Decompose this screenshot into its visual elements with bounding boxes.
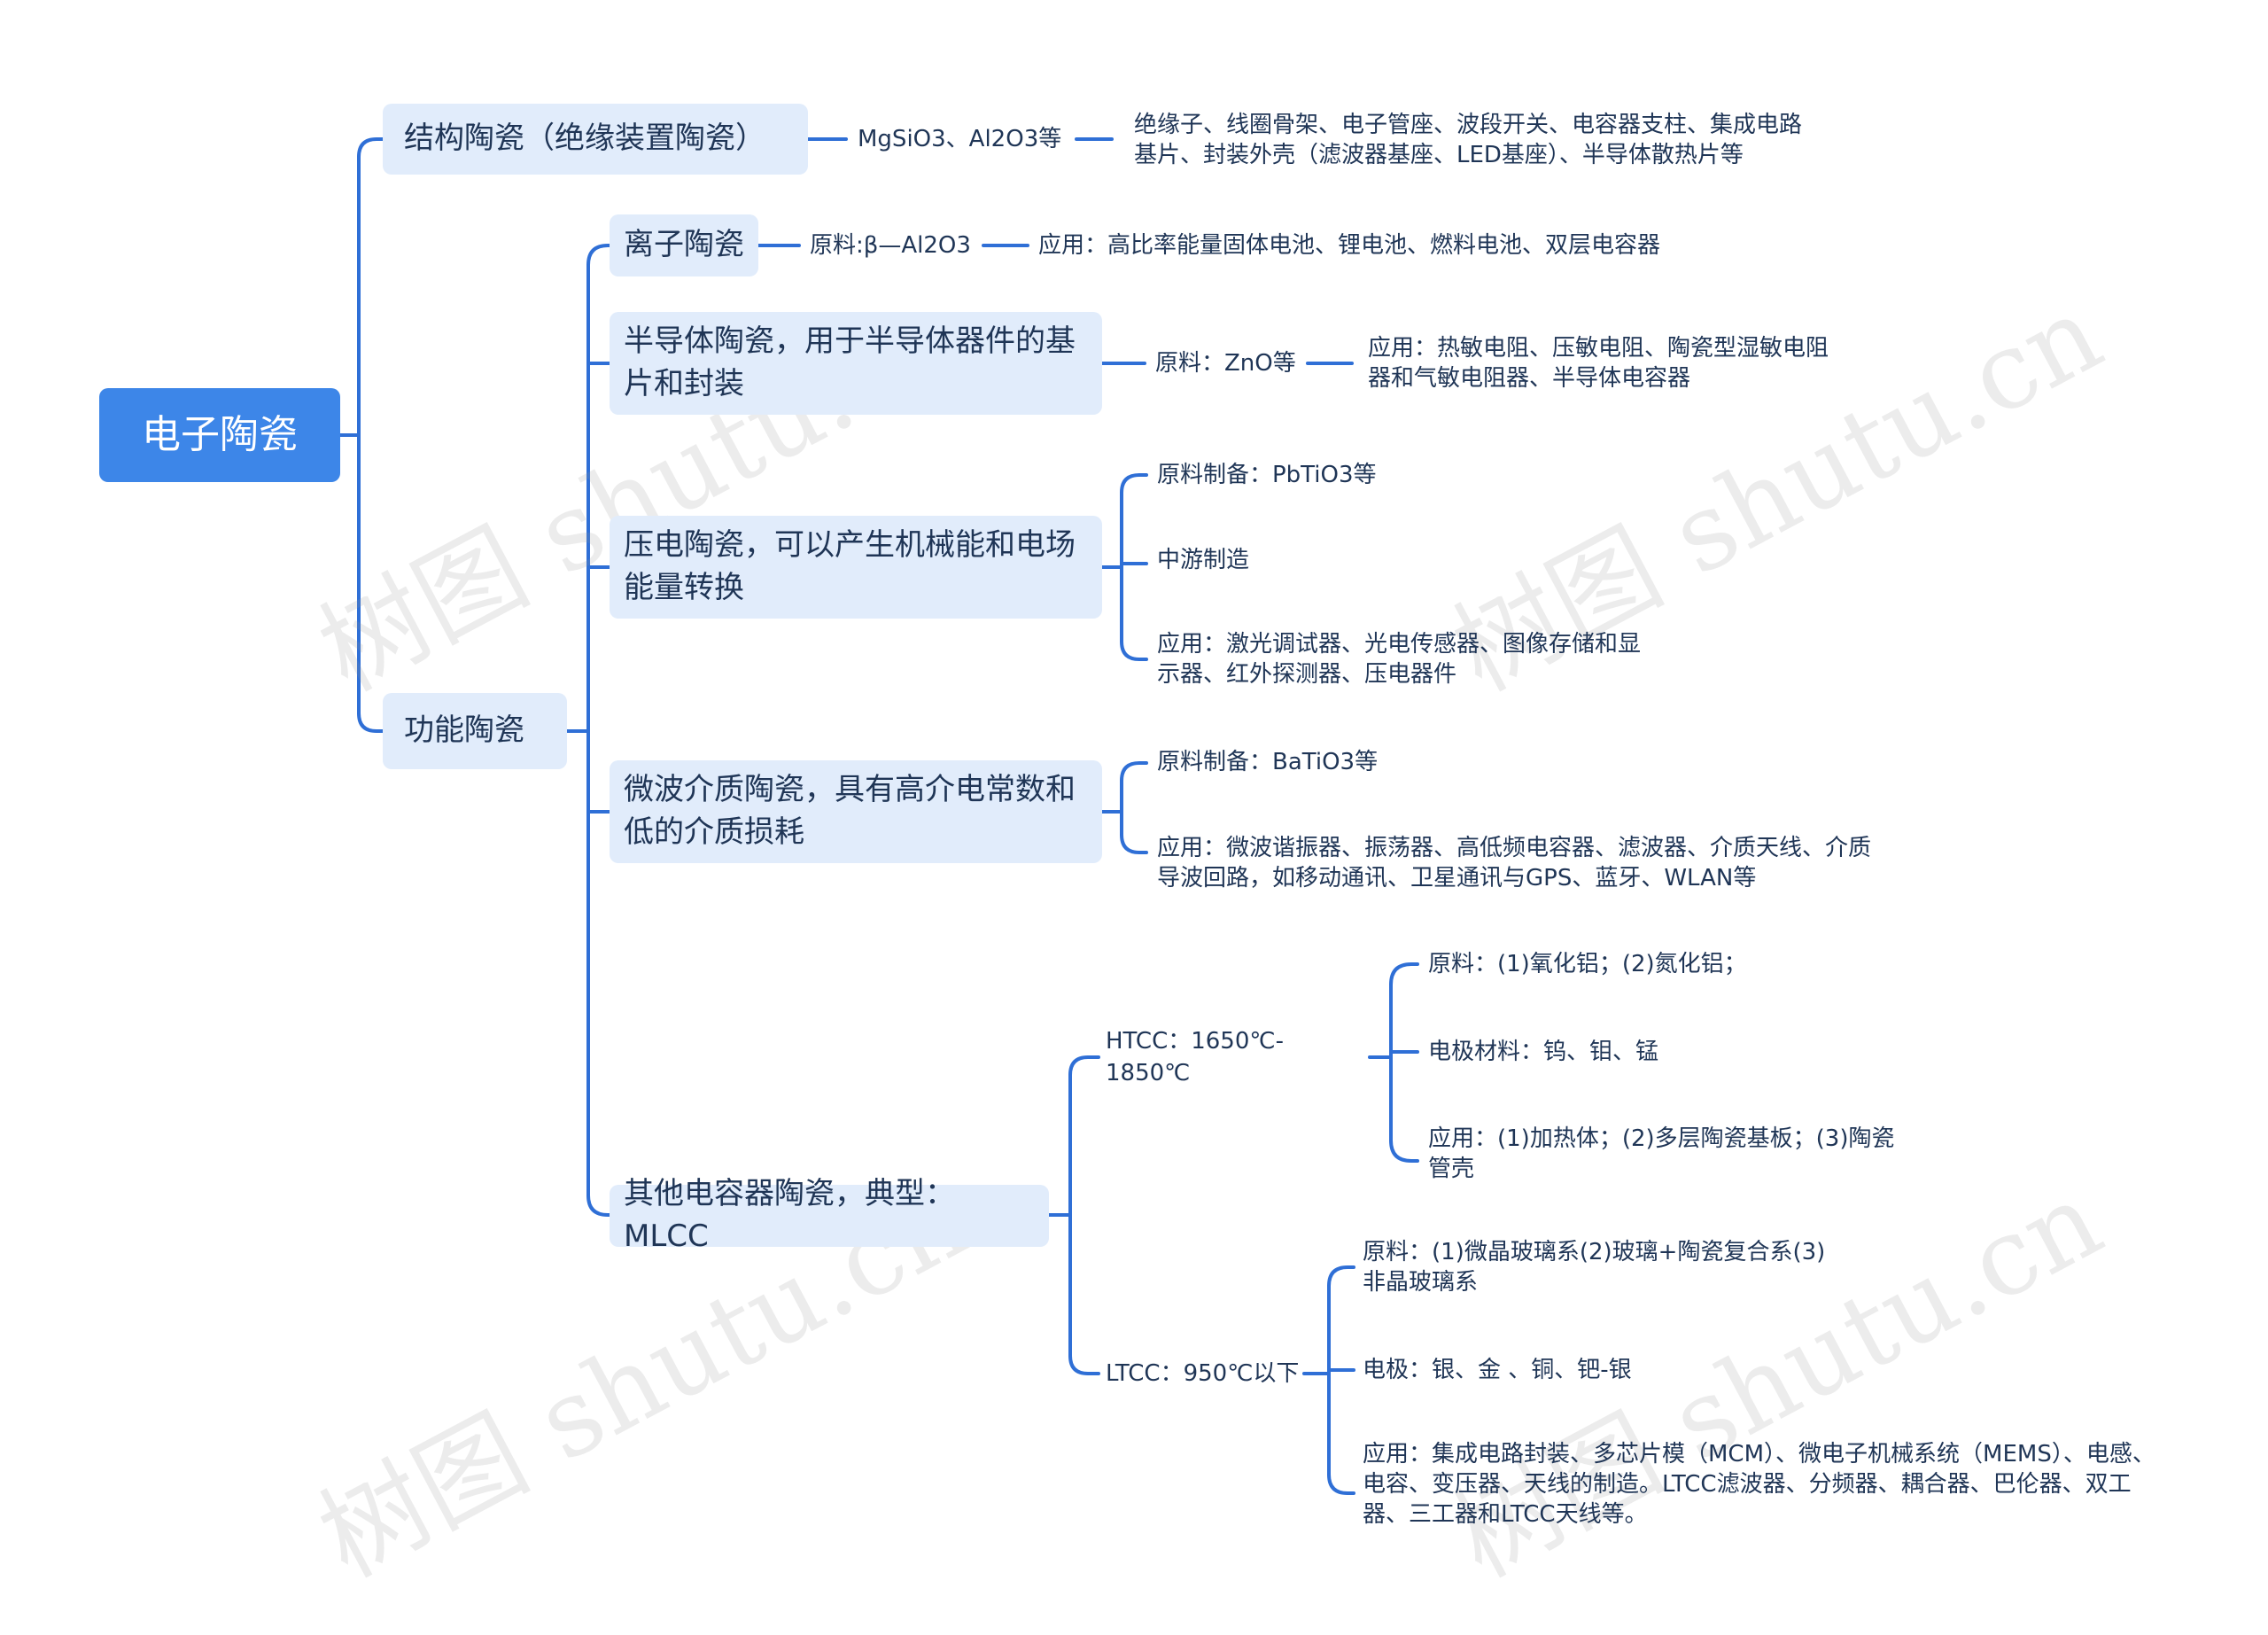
microwave-application-node[interactable]: 应用：微波谐振器、振荡器、高低频电容器、滤波器、介质天线、介质导波回路，如移动通…	[1157, 835, 1872, 891]
htcc-application-node[interactable]: 应用：(1)加热体；(2)多层陶瓷基板；(3)陶瓷管壳	[1428, 1125, 1895, 1182]
mlcc-ceramics-node[interactable]: 其他电容器陶瓷，典型：MLCC	[610, 1176, 1049, 1254]
structural-material-node[interactable]: MgSiO3、Al2O3等	[858, 125, 1062, 152]
structural-application-node[interactable]: 绝缘子、线圈骨架、电子管座、波段开关、电容器支柱、集成电路基片、封装外壳（滤波器…	[1134, 112, 1803, 168]
piezo-application-node[interactable]: 应用：激光调试器、光电传感器、图像存储和显示器、红外探测器、压电器件	[1157, 631, 1642, 688]
piezoelectric-ceramics-node[interactable]: 压电陶瓷，可以产生机械能和电场能量转换	[610, 516, 1102, 619]
functional-ceramics-node[interactable]: 功能陶瓷	[383, 693, 567, 769]
microwave-dielectric-ceramics-node[interactable]: 微波介质陶瓷，具有高介电常数和低的介质损耗	[610, 760, 1102, 863]
semiconductor-ceramics-node[interactable]: 半导体陶瓷，用于半导体器件的基片和封装	[610, 312, 1102, 415]
htcc-electrode-node[interactable]: 电极材料：钨、钼、锰	[1428, 1038, 1659, 1065]
ltcc-application-node[interactable]: 应用：集成电路封装、多芯片模（MCM）、微电子机械系统（MEMS）、电感、电容、…	[1363, 1441, 2155, 1528]
ionic-ceramics-node[interactable]: 离子陶瓷	[610, 214, 758, 276]
piezo-midstream-node[interactable]: 中游制造	[1157, 546, 1250, 573]
semiconductor-application-node[interactable]: 应用：热敏电阻、压敏电阻、陶瓷型湿敏电阻器和气敏电阻器、半导体电容器	[1368, 335, 1829, 392]
ltcc-material-node[interactable]: 原料：(1)微晶玻璃系(2)玻璃+陶瓷复合系(3)非晶玻璃系	[1363, 1239, 1826, 1296]
ltcc-electrode-node[interactable]: 电极：银、金 、铜、钯-银	[1363, 1356, 1632, 1383]
htcc-node[interactable]: HTCC：1650℃- 1850℃	[1106, 1027, 1284, 1086]
ltcc-node[interactable]: LTCC：950℃以下	[1106, 1359, 1300, 1387]
htcc-material-node[interactable]: 原料：(1)氧化铝；(2)氮化铝；	[1428, 950, 1747, 977]
structural-ceramics-node[interactable]: 结构陶瓷（绝缘装置陶瓷）	[383, 104, 808, 175]
microwave-material-node[interactable]: 原料制备：BaTiO3等	[1157, 748, 1379, 775]
piezo-material-node[interactable]: 原料制备：PbTiO3等	[1157, 461, 1377, 488]
root-node[interactable]: 电子陶瓷	[99, 388, 340, 482]
ionic-material-node[interactable]: 原料:β—Al2O3	[810, 231, 971, 259]
ionic-application-node[interactable]: 应用：高比率能量固体电池、锂电池、燃料电池、双层电容器	[1038, 231, 1661, 259]
semiconductor-material-node[interactable]: 原料：ZnO等	[1155, 349, 1296, 377]
